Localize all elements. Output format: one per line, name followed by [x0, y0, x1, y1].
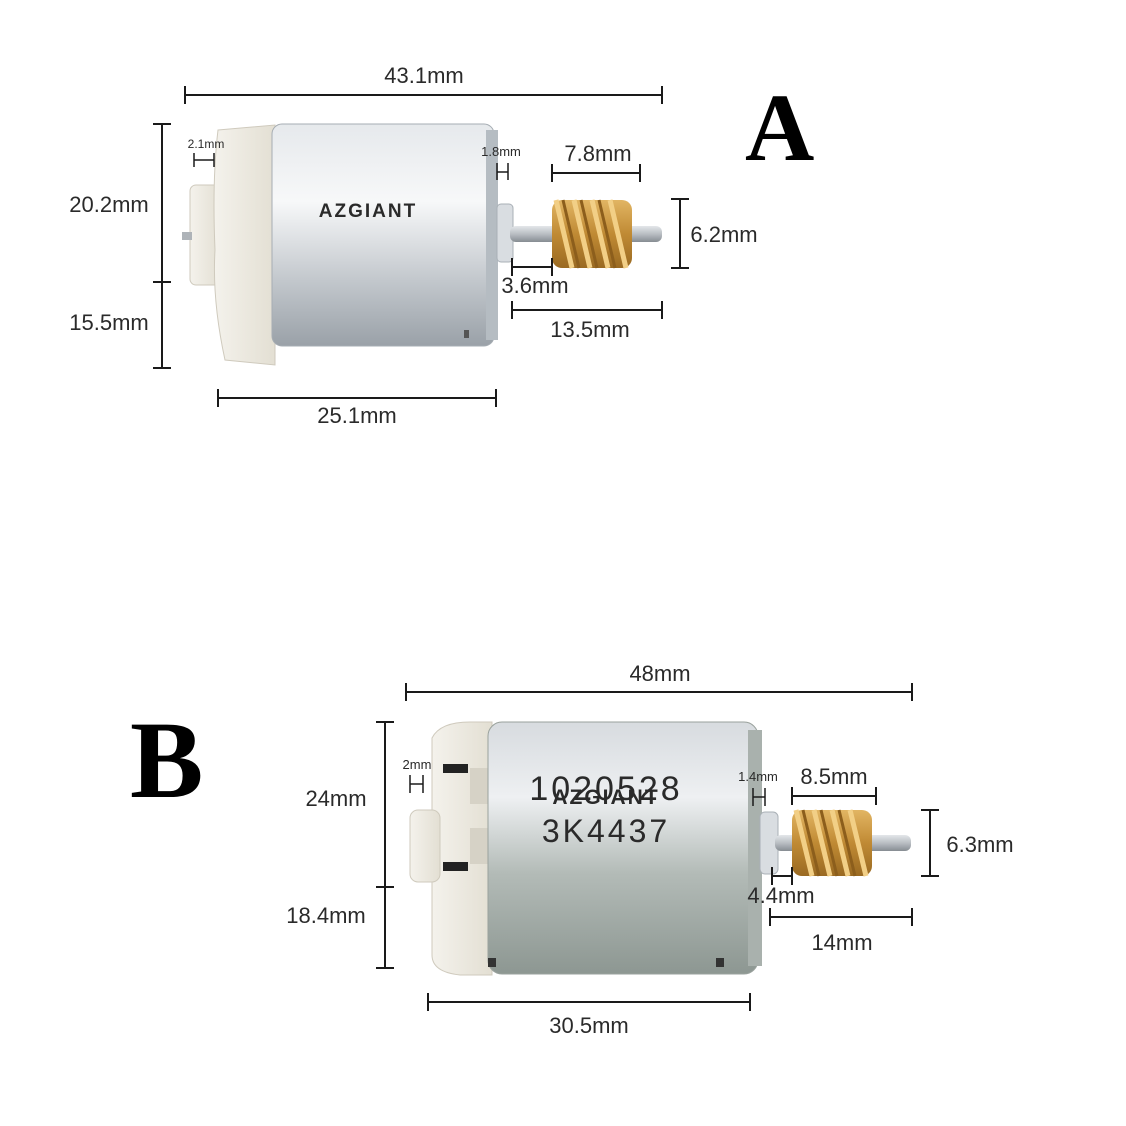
dim-a-end-cap: 2.1mm: [188, 137, 225, 167]
dim-b-body-length: 30.5mm: [427, 993, 751, 1038]
dim-a-gear-length-label: 7.8mm: [564, 141, 631, 166]
motor-b-end-cap: [409, 721, 493, 976]
dim-a-body-length: 25.1mm: [217, 389, 497, 428]
dim-b-overall-length: 48mm: [405, 661, 913, 701]
dim-a-heights: 20.2mm 15.5mm: [69, 123, 171, 369]
dim-b-height-upper-label: 24mm: [305, 786, 366, 811]
dim-b-collar-label: 1.4mm: [738, 769, 778, 784]
dim-a-shaft-gap: 3.6mm: [501, 258, 569, 298]
motor-a-body: AZGIANT: [271, 123, 498, 347]
motor-b: B AZGIANT 1020528 3K4437: [130, 661, 1014, 1038]
motor-b-worm-gear: [792, 809, 872, 877]
motor-a-worm-gear: [552, 199, 632, 269]
dim-b-end-cap-label: 2mm: [403, 757, 432, 772]
dim-b-shaft-length-label: 14mm: [811, 930, 872, 955]
dim-a-gear-diameter: 6.2mm: [671, 198, 758, 269]
dim-b-shaft-gap-label: 4.4mm: [747, 883, 814, 908]
motor-b-marking-line2: 3K4437: [542, 813, 670, 849]
dim-a-shaft-gap-label: 3.6mm: [501, 273, 568, 298]
dim-b-body-length-label: 30.5mm: [549, 1013, 628, 1038]
dim-b-height-lower-label: 18.4mm: [286, 903, 365, 928]
dim-a-body-length-label: 25.1mm: [317, 403, 396, 428]
dim-a-shaft-length: 13.5mm: [511, 301, 663, 342]
dim-a-overall-length: 43.1mm: [184, 63, 663, 104]
dim-b-gear-diameter-label: 6.3mm: [946, 832, 1013, 857]
motor-b-brand: AZGIANT: [552, 786, 659, 809]
dim-a-collar-label: 1.8mm: [481, 144, 521, 159]
motor-a: A AZGIANT 4: [69, 63, 814, 428]
dim-b-collar: 1.4mm: [738, 769, 778, 806]
motor-a-end-cap: [182, 124, 276, 366]
dim-a-overall-length-label: 43.1mm: [384, 63, 463, 88]
motor-b-marking-line1: 1020528: [529, 770, 682, 808]
motor-b-body: AZGIANT 1020528 3K4437: [487, 721, 762, 975]
dim-b-heights: 24mm 18.4mm: [286, 721, 394, 969]
dim-a-gear-length: 7.8mm: [551, 141, 641, 182]
motor-b-letter: B: [130, 699, 203, 821]
dim-a-gear-diameter-label: 6.2mm: [690, 222, 757, 247]
dim-a-end-cap-label: 2.1mm: [188, 137, 225, 151]
dim-b-overall-length-label: 48mm: [629, 661, 690, 686]
dim-b-gear-length-label: 8.5mm: [800, 764, 867, 789]
motor-a-letter: A: [745, 74, 814, 181]
dim-a-height-upper-label: 20.2mm: [69, 192, 148, 217]
dim-b-gear-length: 8.5mm: [791, 764, 877, 805]
dim-a-shaft-length-label: 13.5mm: [550, 317, 629, 342]
motor-a-brand: AZGIANT: [319, 201, 417, 222]
dim-a-collar: 1.8mm: [481, 144, 521, 180]
dim-b-shaft-length: 14mm: [769, 908, 913, 955]
dim-a-height-lower-label: 15.5mm: [69, 310, 148, 335]
dim-b-shaft-gap: 4.4mm: [747, 867, 815, 908]
dim-b-gear-diameter: 6.3mm: [921, 809, 1014, 877]
dim-b-end-cap: 2mm: [403, 757, 432, 793]
